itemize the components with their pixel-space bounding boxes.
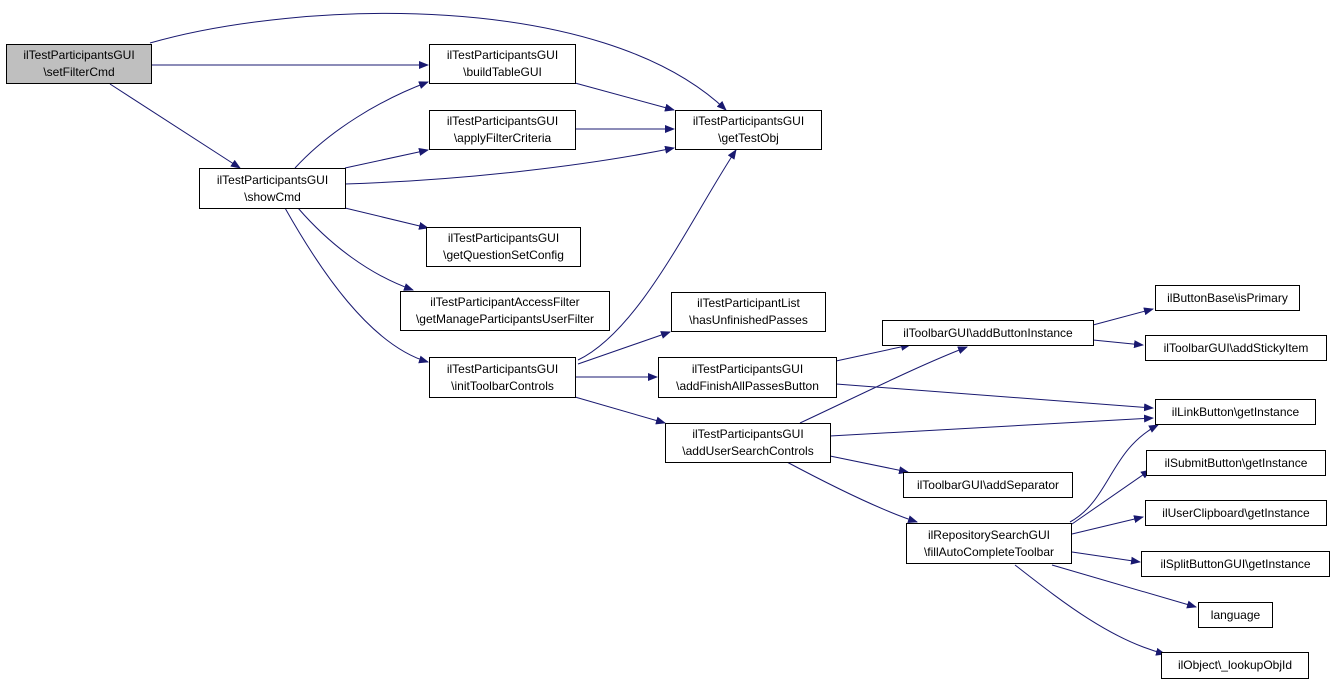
node-line2: \applyFilterCriteria	[453, 131, 552, 145]
node-line1: ilSplitButtonGUI\getInstance	[1160, 556, 1311, 571]
node-line1: ilTestParticipantsGUI	[691, 361, 804, 376]
edge-showCmd-applyFilterCriteria	[344, 147, 429, 169]
node-getManageParticipantsUserFilter[interactable]: ilTestParticipantAccessFilter \getManage…	[400, 291, 610, 331]
edge-setFilterCmd-getTestObj	[149, 12, 727, 111]
edge-initToolbarControls-addUserSearchControls	[574, 396, 666, 425]
node-line2: \getManageParticipantsUserFilter	[415, 312, 595, 326]
node-getTestObj[interactable]: ilTestParticipantsGUI \getTestObj	[675, 110, 822, 150]
edge-initToolbarControls-hasUnfinishedPasses	[577, 331, 671, 365]
node-line1: language	[1210, 607, 1261, 622]
node-line1: ilToolbarGUI\addButtonInstance	[903, 325, 1073, 340]
node-line1: ilSubmitButton\getInstance	[1164, 455, 1308, 470]
node-line1: ilTestParticipantsGUI	[23, 48, 135, 62]
node-line2: \setFilterCmd	[43, 65, 115, 79]
edge-addUserSearchControls-fillAutoCompleteToolbar	[784, 460, 918, 524]
edge-fillAutoCompleteToolbar-lookupObjId	[1014, 564, 1166, 656]
node-addButtonInstance[interactable]: ilToolbarGUI\addButtonInstance	[882, 320, 1094, 346]
edge-addUserSearchControls-linkGetInstance	[829, 414, 1154, 437]
edge-fillAutoCompleteToolbar-linkGetInstance	[1069, 424, 1159, 523]
node-line1: ilButtonBase\isPrimary	[1167, 290, 1288, 305]
node-line1: ilToolbarGUI\addStickyItem	[1163, 340, 1309, 355]
node-line1: ilTestParticipantList	[697, 296, 800, 310]
edge-addFinishAllPassesButton-linkGetInstance	[835, 383, 1154, 412]
node-line1: ilToolbarGUI\addSeparator	[916, 477, 1060, 492]
node-language[interactable]: language	[1198, 602, 1273, 628]
edge-addUserSearchControls-addButtonInstance	[799, 346, 968, 424]
node-line1: ilLinkButton\getInstance	[1171, 404, 1300, 419]
edge-fillAutoCompleteToolbar-clipboardGetInstance	[1071, 515, 1144, 535]
node-clipboardGetInstance[interactable]: ilUserClipboard\getInstance	[1145, 500, 1327, 526]
node-applyFilterCriteria[interactable]: ilTestParticipantsGUI \applyFilterCriter…	[429, 110, 576, 150]
node-line2: \getTestObj	[718, 131, 779, 145]
edge-showCmd-getManageParticipantsUserFilter	[297, 207, 414, 291]
node-showCmd[interactable]: ilTestParticipantsGUI \showCmd	[199, 168, 346, 209]
node-line2: \addFinishAllPassesButton	[676, 378, 819, 393]
edge-showCmd-initToolbarControls	[284, 207, 429, 364]
node-line1: ilTestParticipantsGUI	[447, 231, 560, 245]
node-buildTableGUI[interactable]: ilTestParticipantsGUI \buildTableGUI	[429, 44, 576, 84]
edge-showCmd-buildTableGUI	[294, 81, 429, 169]
node-initToolbarControls[interactable]: ilTestParticipantsGUI \initToolbarContro…	[429, 357, 576, 398]
edge-setFilterCmd-showCmd	[109, 83, 241, 169]
node-submitGetInstance[interactable]: ilSubmitButton\getInstance	[1146, 450, 1326, 476]
edge-addUserSearchControls-addSeparator	[829, 455, 909, 475]
edge-fillAutoCompleteToolbar-splitGetInstance	[1071, 551, 1141, 565]
node-line2: \initToolbarControls	[451, 378, 554, 393]
edge-showCmd-getTestObj	[344, 145, 675, 185]
node-lookupObjId[interactable]: ilObject\_lookupObjId	[1161, 652, 1309, 679]
node-addStickyItem[interactable]: ilToolbarGUI\addStickyItem	[1145, 335, 1327, 361]
node-line1: ilTestParticipantsGUI	[446, 48, 559, 62]
node-line2: \getQuestionSetConfig	[443, 248, 564, 262]
node-addSeparator[interactable]: ilToolbarGUI\addSeparator	[903, 472, 1073, 498]
node-setFilterCmd[interactable]: ilTestParticipantsGUI \setFilterCmd	[6, 44, 152, 84]
node-line2: \addUserSearchControls	[682, 444, 814, 458]
node-getQuestionSetConfig[interactable]: ilTestParticipantsGUI \getQuestionSetCon…	[426, 227, 581, 267]
node-line1: ilTestParticipantsGUI	[692, 114, 805, 128]
node-fillAutoCompleteToolbar[interactable]: ilRepositorySearchGUI \fillAutoCompleteT…	[906, 523, 1072, 564]
node-line2: \hasUnfinishedPasses	[689, 313, 808, 327]
edge-addButtonInstance-isPrimary	[1092, 307, 1154, 326]
edge-showCmd-getQuestionSetConfig	[344, 207, 429, 230]
node-line1: ilObject\_lookupObjId	[1177, 658, 1293, 672]
node-hasUnfinishedPasses[interactable]: ilTestParticipantList \hasUnfinishedPass…	[671, 292, 826, 332]
node-line1: ilTestParticipantsGUI	[692, 427, 804, 441]
node-addUserSearchControls[interactable]: ilTestParticipantsGUI \addUserSearchCont…	[665, 423, 831, 463]
edge-fillAutoCompleteToolbar-language	[1051, 564, 1197, 609]
node-line1: ilUserClipboard\getInstance	[1162, 505, 1310, 520]
node-line1: ilTestParticipantsGUI	[446, 114, 559, 128]
node-line1: ilRepositorySearchGUI	[927, 527, 1051, 542]
node-line1: ilTestParticipantsGUI	[216, 172, 329, 187]
node-line2: \showCmd	[244, 189, 301, 204]
edge-fillAutoCompleteToolbar-submitGetInstance	[1071, 469, 1151, 525]
edge-initToolbarControls-getTestObj	[577, 149, 737, 361]
node-isPrimary[interactable]: ilButtonBase\isPrimary	[1155, 285, 1300, 311]
node-linkGetInstance[interactable]: ilLinkButton\getInstance	[1155, 399, 1316, 425]
edge-addButtonInstance-addStickyItem	[1092, 339, 1144, 349]
node-line2: \buildTableGUI	[463, 65, 542, 79]
edge-addFinishAllPassesButton-addButtonInstance	[835, 342, 911, 362]
edge-buildTableGUI-getTestObj	[574, 82, 675, 112]
node-line2: \fillAutoCompleteToolbar	[923, 544, 1055, 559]
node-line1: ilTestParticipantAccessFilter	[430, 295, 580, 309]
node-addFinishAllPassesButton[interactable]: ilTestParticipantsGUI \addFinishAllPasse…	[658, 357, 837, 398]
node-line1: ilTestParticipantsGUI	[446, 361, 559, 376]
node-splitGetInstance[interactable]: ilSplitButtonGUI\getInstance	[1141, 551, 1330, 577]
